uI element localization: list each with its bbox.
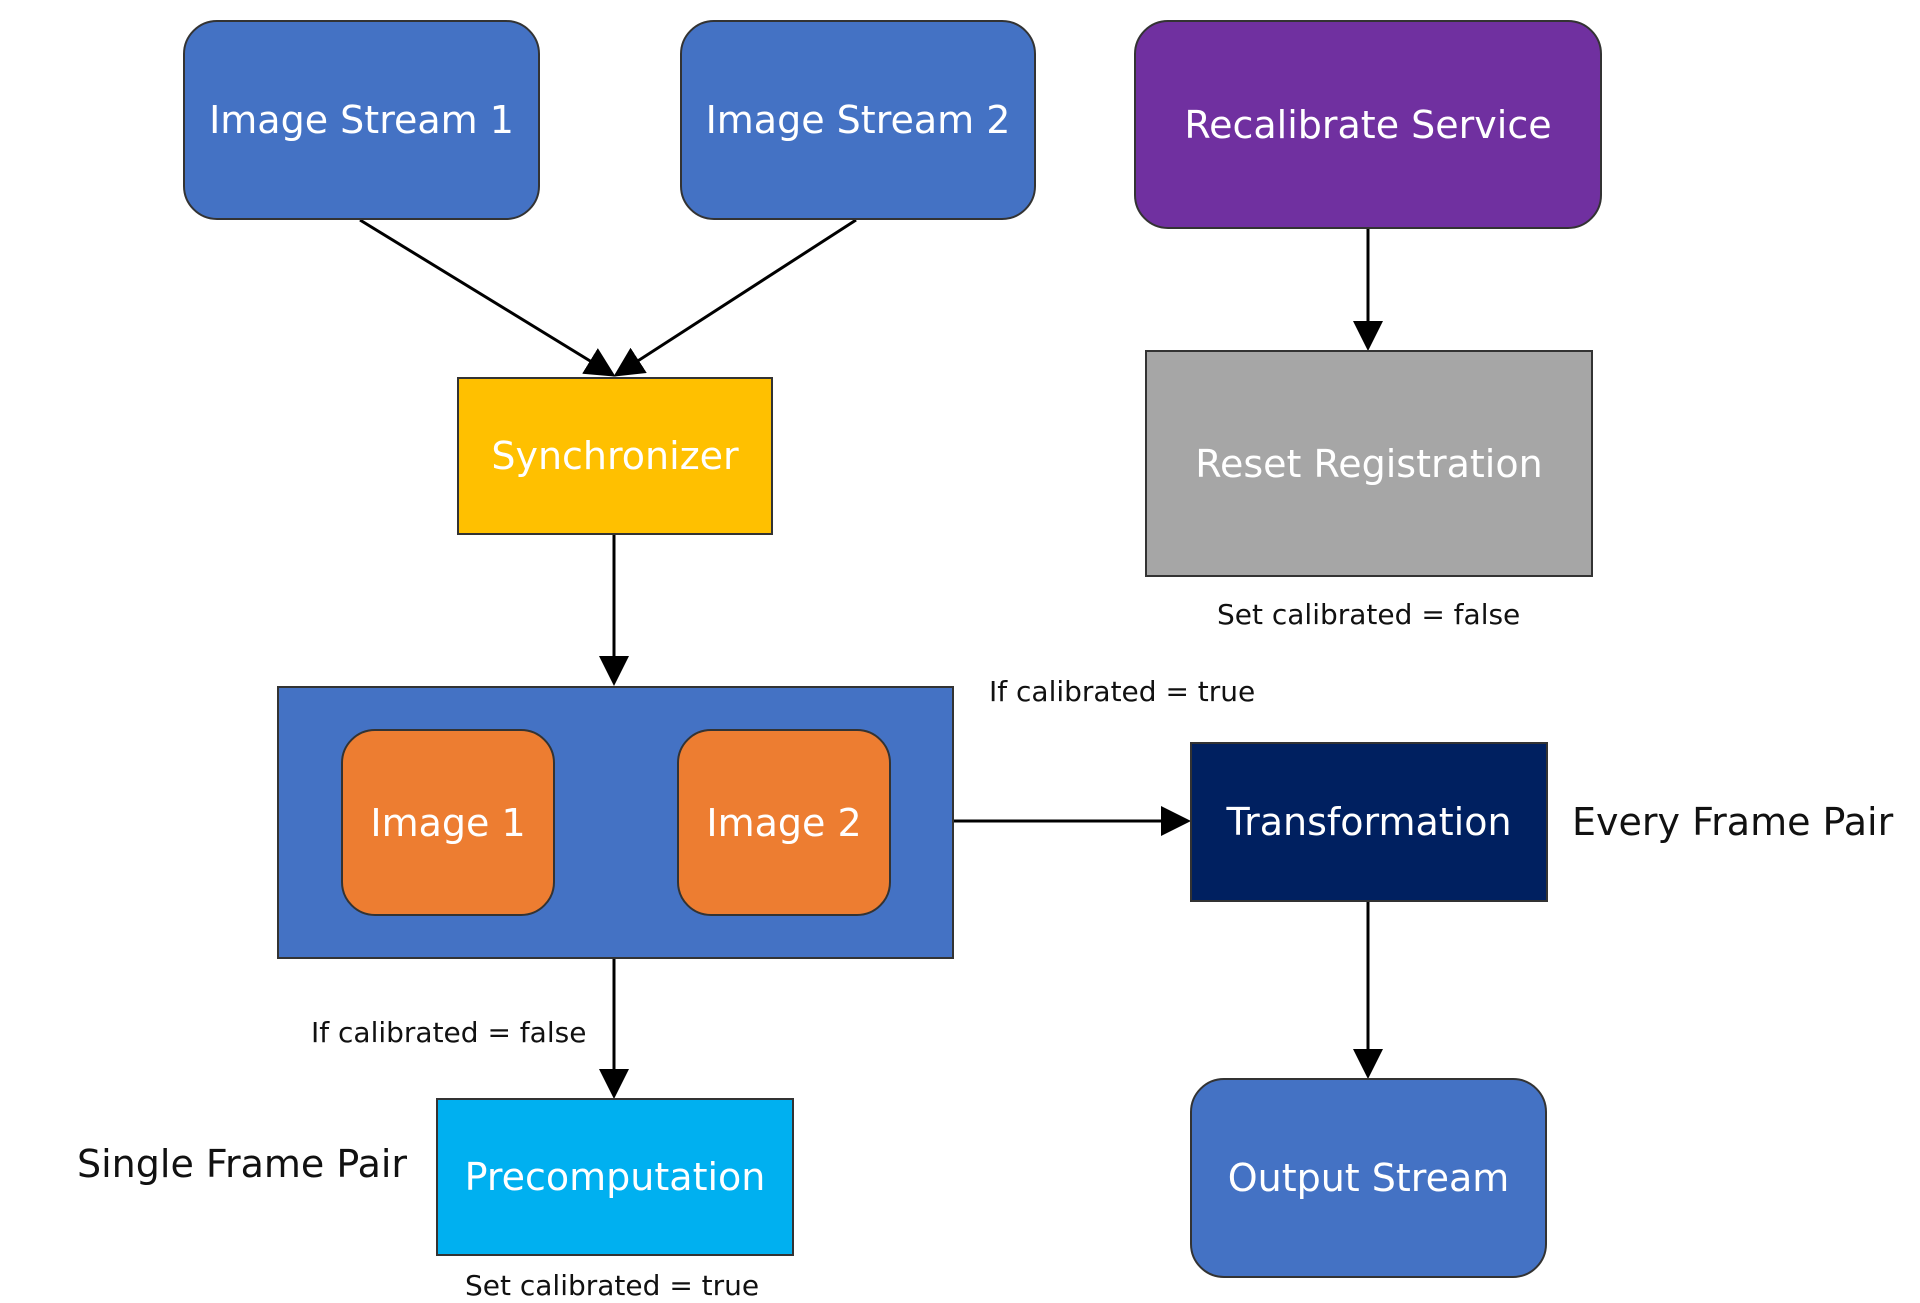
output-stream-node: Output Stream [1190, 1078, 1547, 1278]
if-calibrated-true-annotation: If calibrated = true [989, 675, 1256, 708]
recalibrate-service-label: Recalibrate Service [1184, 102, 1552, 147]
edge-stream1-to-synchronizer [359, 218, 616, 377]
if-calibrated-false-annotation: If calibrated = false [311, 1016, 587, 1049]
transformation-node: Transformation [1190, 742, 1548, 902]
precomputation-label: Precomputation [464, 1155, 766, 1199]
image-stream-2-node: Image Stream 2 [680, 20, 1036, 220]
image-2-label: Image 2 [706, 800, 862, 845]
image-1-node: Image 1 [341, 729, 555, 916]
image-stream-2-label: Image Stream 2 [705, 98, 1011, 142]
output-stream-label: Output Stream [1227, 1156, 1510, 1200]
recalibrate-service-node: Recalibrate Service [1134, 20, 1602, 229]
set-calibrated-false-annotation: Set calibrated = false [1217, 598, 1521, 631]
precomputation-node: Precomputation [436, 1098, 794, 1256]
image-stream-1-node: Image Stream 1 [183, 20, 540, 220]
edge-stream2-to-synchronizer [613, 218, 857, 377]
image-stream-1-label: Image Stream 1 [209, 98, 514, 142]
single-frame-pair-annotation: Single Frame Pair [77, 1142, 408, 1186]
every-frame-pair-annotation: Every Frame Pair [1572, 800, 1894, 844]
set-calibrated-true-annotation: Set calibrated = true [465, 1269, 760, 1302]
reset-registration-node: Reset Registration [1145, 350, 1593, 577]
image-2-node: Image 2 [677, 729, 891, 916]
synchronizer-node: Synchronizer [457, 377, 773, 535]
image-1-label: Image 1 [370, 800, 526, 845]
synchronizer-label: Synchronizer [491, 434, 739, 478]
transformation-label: Transformation [1226, 800, 1512, 844]
reset-registration-label: Reset Registration [1195, 441, 1543, 486]
